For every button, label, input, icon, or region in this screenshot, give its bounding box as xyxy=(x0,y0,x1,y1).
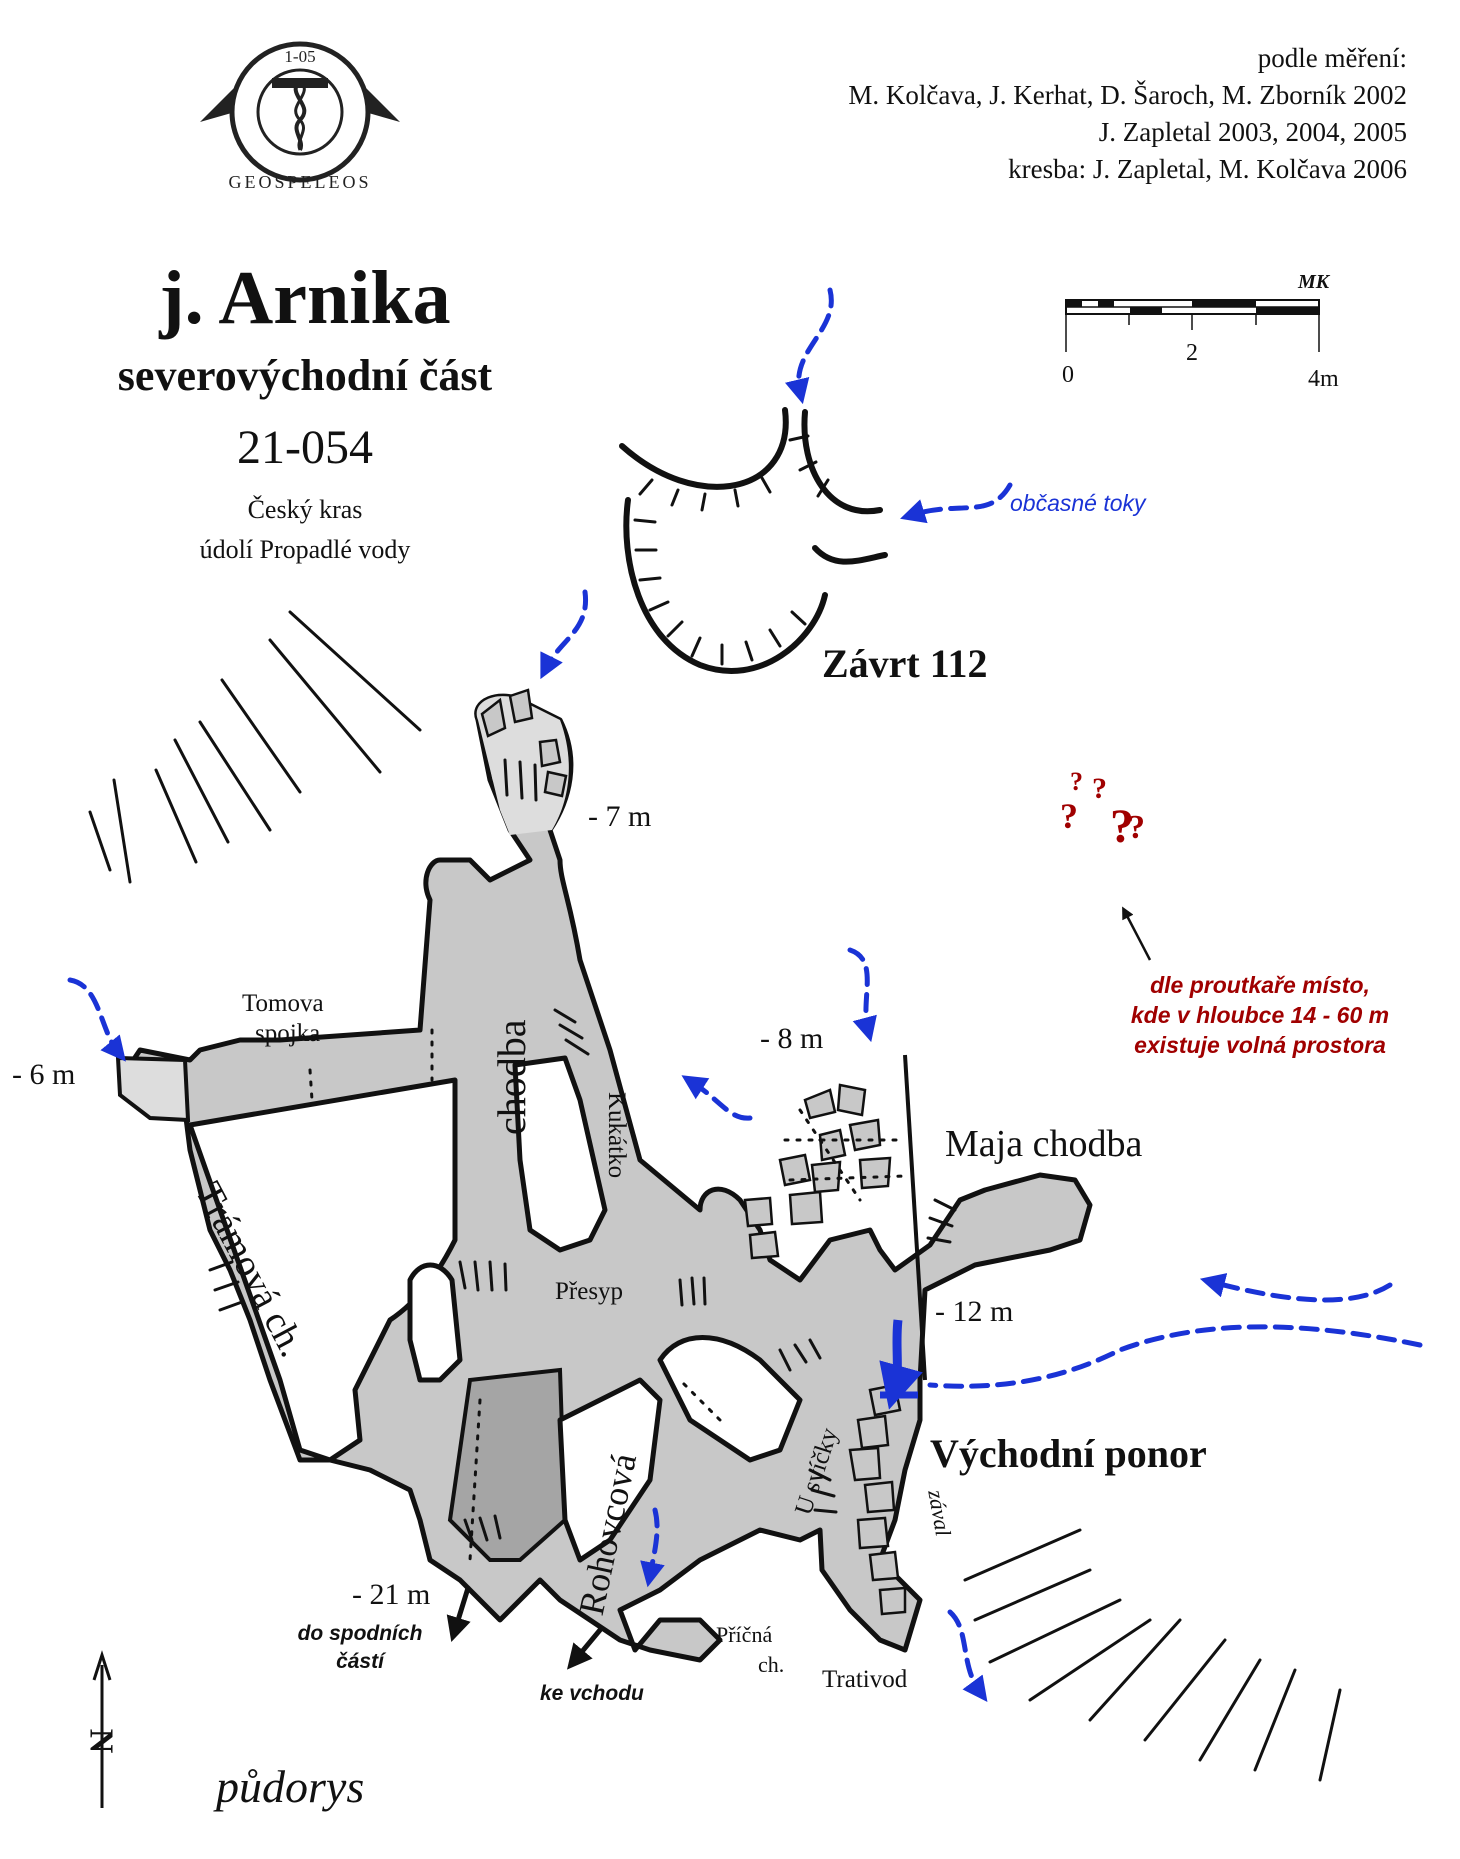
survey-credits: podle měření: M. Kolčava, J. Kerhat, D. … xyxy=(848,40,1407,188)
note-spodni-casti: do spodních částí xyxy=(290,1620,430,1676)
label-pricna-2: ch. xyxy=(758,1652,785,1677)
depth-6m: - 6 m xyxy=(12,1058,76,1091)
label-chodba: chodba xyxy=(488,1019,535,1135)
dowser-pointer-arrow xyxy=(1122,906,1152,961)
map-subtitle: severovýchodní část xyxy=(117,351,493,400)
slope-hachures xyxy=(208,758,957,1542)
scale-label-2: 2 xyxy=(1186,340,1198,366)
logo-code: 1-05 xyxy=(284,47,315,66)
question-marks: ? ? ? ? ? xyxy=(1060,767,1145,853)
map-title: j. Arnika xyxy=(159,256,451,340)
label-vychodni-ponor: Východní ponor xyxy=(930,1431,1207,1476)
svg-text:?: ? xyxy=(1128,809,1145,846)
label-pricna-1: Příčná xyxy=(716,1622,773,1647)
scale-label-4: 4m xyxy=(1308,366,1339,392)
depth-21m: - 21 m xyxy=(352,1578,431,1611)
water-flows xyxy=(67,287,1423,1703)
logo-ring-text: GEOSPELEOS xyxy=(228,172,371,192)
geospeleos-logo: 1-05 GEOSPELEOS xyxy=(200,41,400,192)
label-zavrt: Závrt 112 xyxy=(822,641,988,686)
terrain-rays-east xyxy=(963,1528,1342,1782)
depth-8m: - 8 m xyxy=(760,1022,824,1055)
cave-number: 21-054 xyxy=(237,421,373,474)
east-wall xyxy=(903,1054,927,1381)
lower-passage xyxy=(447,1367,568,1562)
credits-line-3: J. Zapletal 2003, 2004, 2005 xyxy=(1098,117,1407,147)
dowser-note-line-1: dle proutkaře místo, xyxy=(1150,972,1370,998)
label-tomova-1: Tomova xyxy=(242,990,324,1017)
label-kukatko-text: Kukátko xyxy=(603,1092,630,1179)
credits-line-4: kresba: J. Zapletal, M. Kolčava 2006 xyxy=(1008,154,1407,184)
scale-bar: MK 0 2 4m xyxy=(1062,271,1339,392)
label-pudorys: půdorys xyxy=(216,1761,365,1812)
credits-line-2: M. Kolčava, J. Kerhat, D. Šaroch, M. Zbo… xyxy=(848,80,1407,110)
dowser-note-line-3: existuje volná prostora xyxy=(1134,1032,1386,1058)
note-obcasne-toky: občasné toky xyxy=(1010,490,1146,516)
dowser-note: dle proutkaře místo, kde v hloubce 14 - … xyxy=(1110,970,1410,1060)
dowser-note-line-2: kde v hloubce 14 - 60 m xyxy=(1130,1002,1390,1028)
credits-line-1: podle měření: xyxy=(1257,43,1407,73)
scale-signature: MK xyxy=(1297,271,1331,293)
depth-12m: - 12 m xyxy=(935,1295,1014,1328)
dotted-boundaries xyxy=(308,1028,907,1562)
ponor-sink-arrow xyxy=(879,1319,923,1410)
svg-text:?: ? xyxy=(1070,767,1083,796)
label-maja-chodba: Maja chodba xyxy=(945,1123,1143,1165)
label-trativod: Trativod xyxy=(822,1666,908,1693)
scale-label-0: 0 xyxy=(1062,362,1074,388)
label-chodba-text: chodba xyxy=(489,1019,534,1135)
breakdown-blocks xyxy=(480,688,907,1616)
west-end-area xyxy=(115,1055,191,1123)
note-ke-vchodu: ke vchodu xyxy=(540,1682,644,1705)
valley-name: údolí Propadlé vody xyxy=(199,535,411,564)
label-presyp: Přesyp xyxy=(555,1278,624,1305)
depth-7m: - 7 m xyxy=(588,800,652,833)
label-kukatko: Kukátko xyxy=(602,1092,630,1178)
terrain-rays-west xyxy=(88,610,422,884)
note-spodni-line-1: do spodních xyxy=(297,1622,423,1645)
svg-text:?: ? xyxy=(1110,800,1134,853)
label-tomova-2: spojka xyxy=(255,1020,321,1047)
svg-text:?: ? xyxy=(1092,772,1107,805)
north-label: N xyxy=(82,1728,120,1754)
rock-pillars xyxy=(187,1055,803,1563)
direction-arrows xyxy=(446,1585,603,1670)
sinkhole-zavrt xyxy=(619,407,888,674)
region-name: Český kras xyxy=(247,495,363,524)
north-arrow-icon xyxy=(92,1650,112,1808)
svg-text:?: ? xyxy=(1060,796,1078,836)
note-spodni-line-2: částí xyxy=(336,1650,384,1673)
